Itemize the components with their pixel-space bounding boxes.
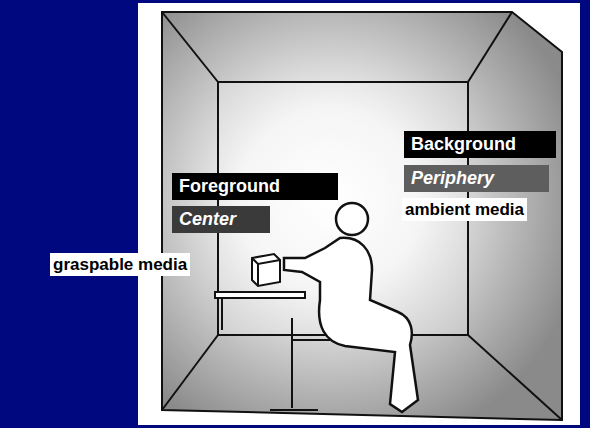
center-tag: Center [172,206,270,233]
chair [270,318,330,410]
ambient-media-label: ambient media [402,198,527,221]
tag-text: Periphery [411,167,542,189]
room-edges [162,12,562,420]
tag-text: Foreground [179,175,331,197]
paper-background [138,3,580,425]
tag-text: Center [179,208,263,230]
periphery-tag: Periphery [404,165,549,192]
graspable-cube [252,254,280,286]
person-silhouette [284,203,418,412]
background-tag: Background [404,131,556,158]
tag-text: Background [411,133,549,155]
foreground-tag: Foreground [172,173,338,200]
room-outline [162,12,562,420]
graspable-media-label: graspable media [50,253,190,276]
